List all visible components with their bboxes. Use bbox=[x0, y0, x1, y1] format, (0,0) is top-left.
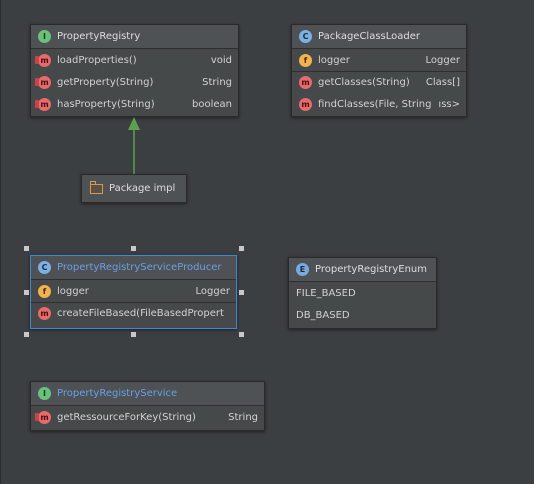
member-row[interactable]: m hasProperty(String) boolean bbox=[31, 93, 238, 115]
field-type: Logger bbox=[425, 54, 460, 66]
method-icon: m bbox=[35, 410, 51, 424]
class-icon: C bbox=[38, 261, 51, 274]
enum-constant: FILE_BASED bbox=[296, 287, 356, 299]
enum-constant-row[interactable]: DB_BASED bbox=[289, 304, 436, 326]
class-icon: C bbox=[299, 30, 312, 43]
member-type: void bbox=[210, 54, 232, 66]
node-header: C PackageClassLoader bbox=[292, 25, 466, 49]
node-title: PropertyRegistryService bbox=[57, 388, 178, 399]
member-name: loadProperties() bbox=[57, 54, 137, 66]
member-type: String bbox=[228, 411, 258, 423]
interface-icon: I bbox=[38, 30, 51, 43]
resize-handle-left[interactable] bbox=[24, 290, 29, 295]
node-package-class-loader[interactable]: C PackageClassLoader f logger Logger m g… bbox=[291, 24, 467, 117]
node-title: PropertyRegistryEnum bbox=[315, 264, 427, 275]
node-header: C PropertyRegistryServiceProducer bbox=[31, 256, 236, 280]
field-type: Logger bbox=[195, 285, 230, 297]
interface-icon: I bbox=[38, 387, 51, 400]
member-name: findClasses(File, String) bbox=[318, 98, 433, 110]
member-type: boolean bbox=[192, 98, 232, 110]
node-header: I PropertyRegistryService bbox=[31, 382, 264, 406]
node-package-impl[interactable]: Package impl bbox=[81, 174, 187, 203]
member-name: getClasses(String) bbox=[318, 77, 410, 88]
method-icon: m bbox=[38, 307, 51, 320]
method-icon: m bbox=[35, 75, 51, 89]
node-property-registry-enum[interactable]: E PropertyRegistryEnum FILE_BASED DB_BAS… bbox=[288, 257, 437, 329]
member-type: Class[] bbox=[425, 77, 460, 88]
package-folder-icon bbox=[90, 180, 103, 194]
member-row[interactable]: m createFileBased(FileBasedPropert bbox=[31, 302, 236, 324]
node-property-registry-service-producer[interactable]: C PropertyRegistryServiceProducer f logg… bbox=[30, 255, 237, 329]
member-type: ıss> bbox=[438, 98, 460, 110]
member-name: getRessourceForKey(String) bbox=[57, 411, 196, 423]
node-property-registry[interactable]: I PropertyRegistry m loadProperties() vo… bbox=[30, 24, 239, 117]
field-row[interactable]: f logger Logger bbox=[31, 280, 236, 302]
resize-handle-top-left[interactable] bbox=[24, 246, 29, 251]
node-title: PropertyRegistryServiceProducer bbox=[57, 262, 222, 273]
package-label: Package impl bbox=[109, 183, 176, 194]
member-name: createFileBased(FileBasedPropert bbox=[57, 308, 224, 319]
field-name: logger bbox=[318, 54, 350, 66]
member-row[interactable]: m getProperty(String) String bbox=[31, 71, 238, 93]
resize-handle-bottom[interactable] bbox=[131, 332, 136, 337]
resize-handle-right[interactable] bbox=[239, 290, 244, 295]
left-edge-divider bbox=[0, 0, 1, 484]
node-header: I PropertyRegistry bbox=[31, 25, 238, 49]
field-name: logger bbox=[57, 285, 89, 297]
member-name: hasProperty(String) bbox=[57, 98, 155, 110]
resize-handle-top[interactable] bbox=[131, 246, 136, 251]
member-row[interactable]: m getClasses(String) Class[] bbox=[292, 71, 466, 93]
resize-handle-bottom-right[interactable] bbox=[239, 332, 244, 337]
member-row[interactable]: m findClasses(File, String) ıss> bbox=[292, 93, 466, 115]
member-row[interactable]: m getRessourceForKey(String) String bbox=[31, 406, 264, 428]
field-row[interactable]: f logger Logger bbox=[292, 49, 466, 71]
enum-icon: E bbox=[296, 263, 309, 276]
field-icon: f bbox=[299, 53, 312, 67]
resize-handle-top-right[interactable] bbox=[239, 246, 244, 251]
method-icon: m bbox=[299, 76, 312, 89]
enum-constant-row[interactable]: FILE_BASED bbox=[289, 282, 436, 304]
arrow-head bbox=[128, 117, 140, 130]
member-name: getProperty(String) bbox=[57, 76, 154, 88]
member-row[interactable]: m loadProperties() void bbox=[31, 49, 238, 71]
node-header: E PropertyRegistryEnum bbox=[289, 258, 436, 282]
node-title: PropertyRegistry bbox=[57, 31, 141, 42]
resize-handle-bottom-left[interactable] bbox=[24, 332, 29, 337]
enum-constant: DB_BASED bbox=[296, 309, 350, 321]
node-title: PackageClassLoader bbox=[318, 31, 421, 42]
field-icon: f bbox=[38, 284, 51, 298]
node-property-registry-service[interactable]: I PropertyRegistryService m getRessource… bbox=[30, 381, 265, 431]
member-type: String bbox=[202, 76, 232, 88]
method-icon: m bbox=[299, 97, 312, 111]
method-icon: m bbox=[35, 53, 51, 67]
method-icon: m bbox=[35, 97, 51, 111]
